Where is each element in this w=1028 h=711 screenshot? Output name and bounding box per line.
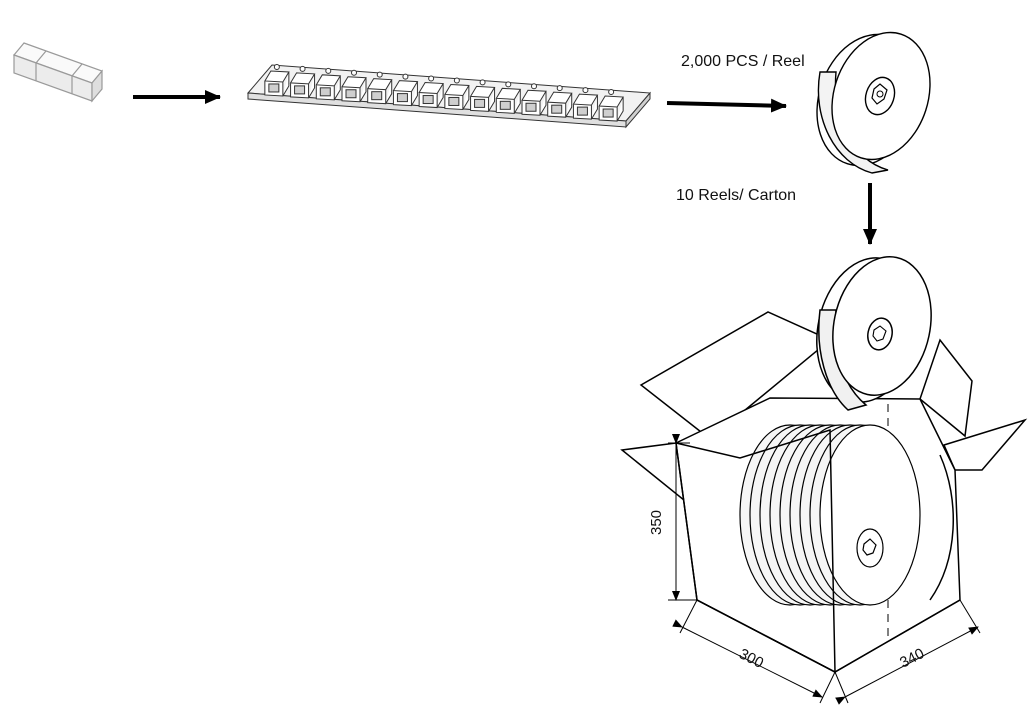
dimension-height-label: 350: [648, 510, 665, 535]
dimension-depth: [834, 599, 981, 705]
sprocket-hole: [376, 71, 383, 78]
tape-pocket-part: [474, 98, 486, 108]
dimension-width: [672, 599, 836, 704]
label-per-reel: 2,000 PCS / Reel: [681, 53, 805, 70]
tape-pocket-part: [268, 83, 280, 93]
reel: [816, 31, 931, 174]
sprocket-hole: [582, 87, 589, 94]
tape-pocket-part: [422, 95, 434, 105]
sprocket-hole: [453, 77, 460, 84]
tape-pocket-part: [499, 100, 511, 110]
sprocket-hole: [273, 63, 280, 70]
tape-pocket-part: [602, 108, 614, 118]
arrow-tape-to-reel: [666, 98, 787, 113]
sprocket-hole: [428, 75, 435, 82]
sprocket-hole: [556, 85, 563, 92]
sprocket-hole: [351, 69, 357, 76]
sprocket-hole: [608, 89, 615, 96]
component-part: [12, 42, 104, 103]
label-per-carton: 10 Reels/ Carton: [676, 187, 797, 204]
stacked-reel: [819, 424, 921, 606]
tape-pocket-part: [525, 102, 537, 112]
dimension-width-label: 300: [736, 645, 766, 672]
sprocket-hole: [325, 67, 332, 74]
sprocket-hole: [479, 79, 486, 86]
sprocket-hole: [299, 65, 306, 72]
carrier-tape: [246, 63, 652, 129]
tape-pocket-part: [371, 91, 383, 101]
sprocket-hole: [531, 83, 537, 90]
tape-pocket-part: [576, 106, 588, 116]
tape-pocket-part: [396, 93, 408, 103]
sprocket-hole: [402, 73, 409, 80]
carton: [620, 256, 1028, 674]
sprocket-hole: [505, 81, 512, 88]
stacked-reel-hub-key: [862, 538, 877, 556]
tape-pocket-part: [551, 104, 563, 114]
dimension-height: [668, 434, 697, 601]
tape-pocket-part: [345, 89, 357, 99]
tape-pocket-part: [448, 96, 460, 106]
tape-pocket-part: [294, 85, 306, 95]
tape-pocket-part: [319, 87, 331, 97]
